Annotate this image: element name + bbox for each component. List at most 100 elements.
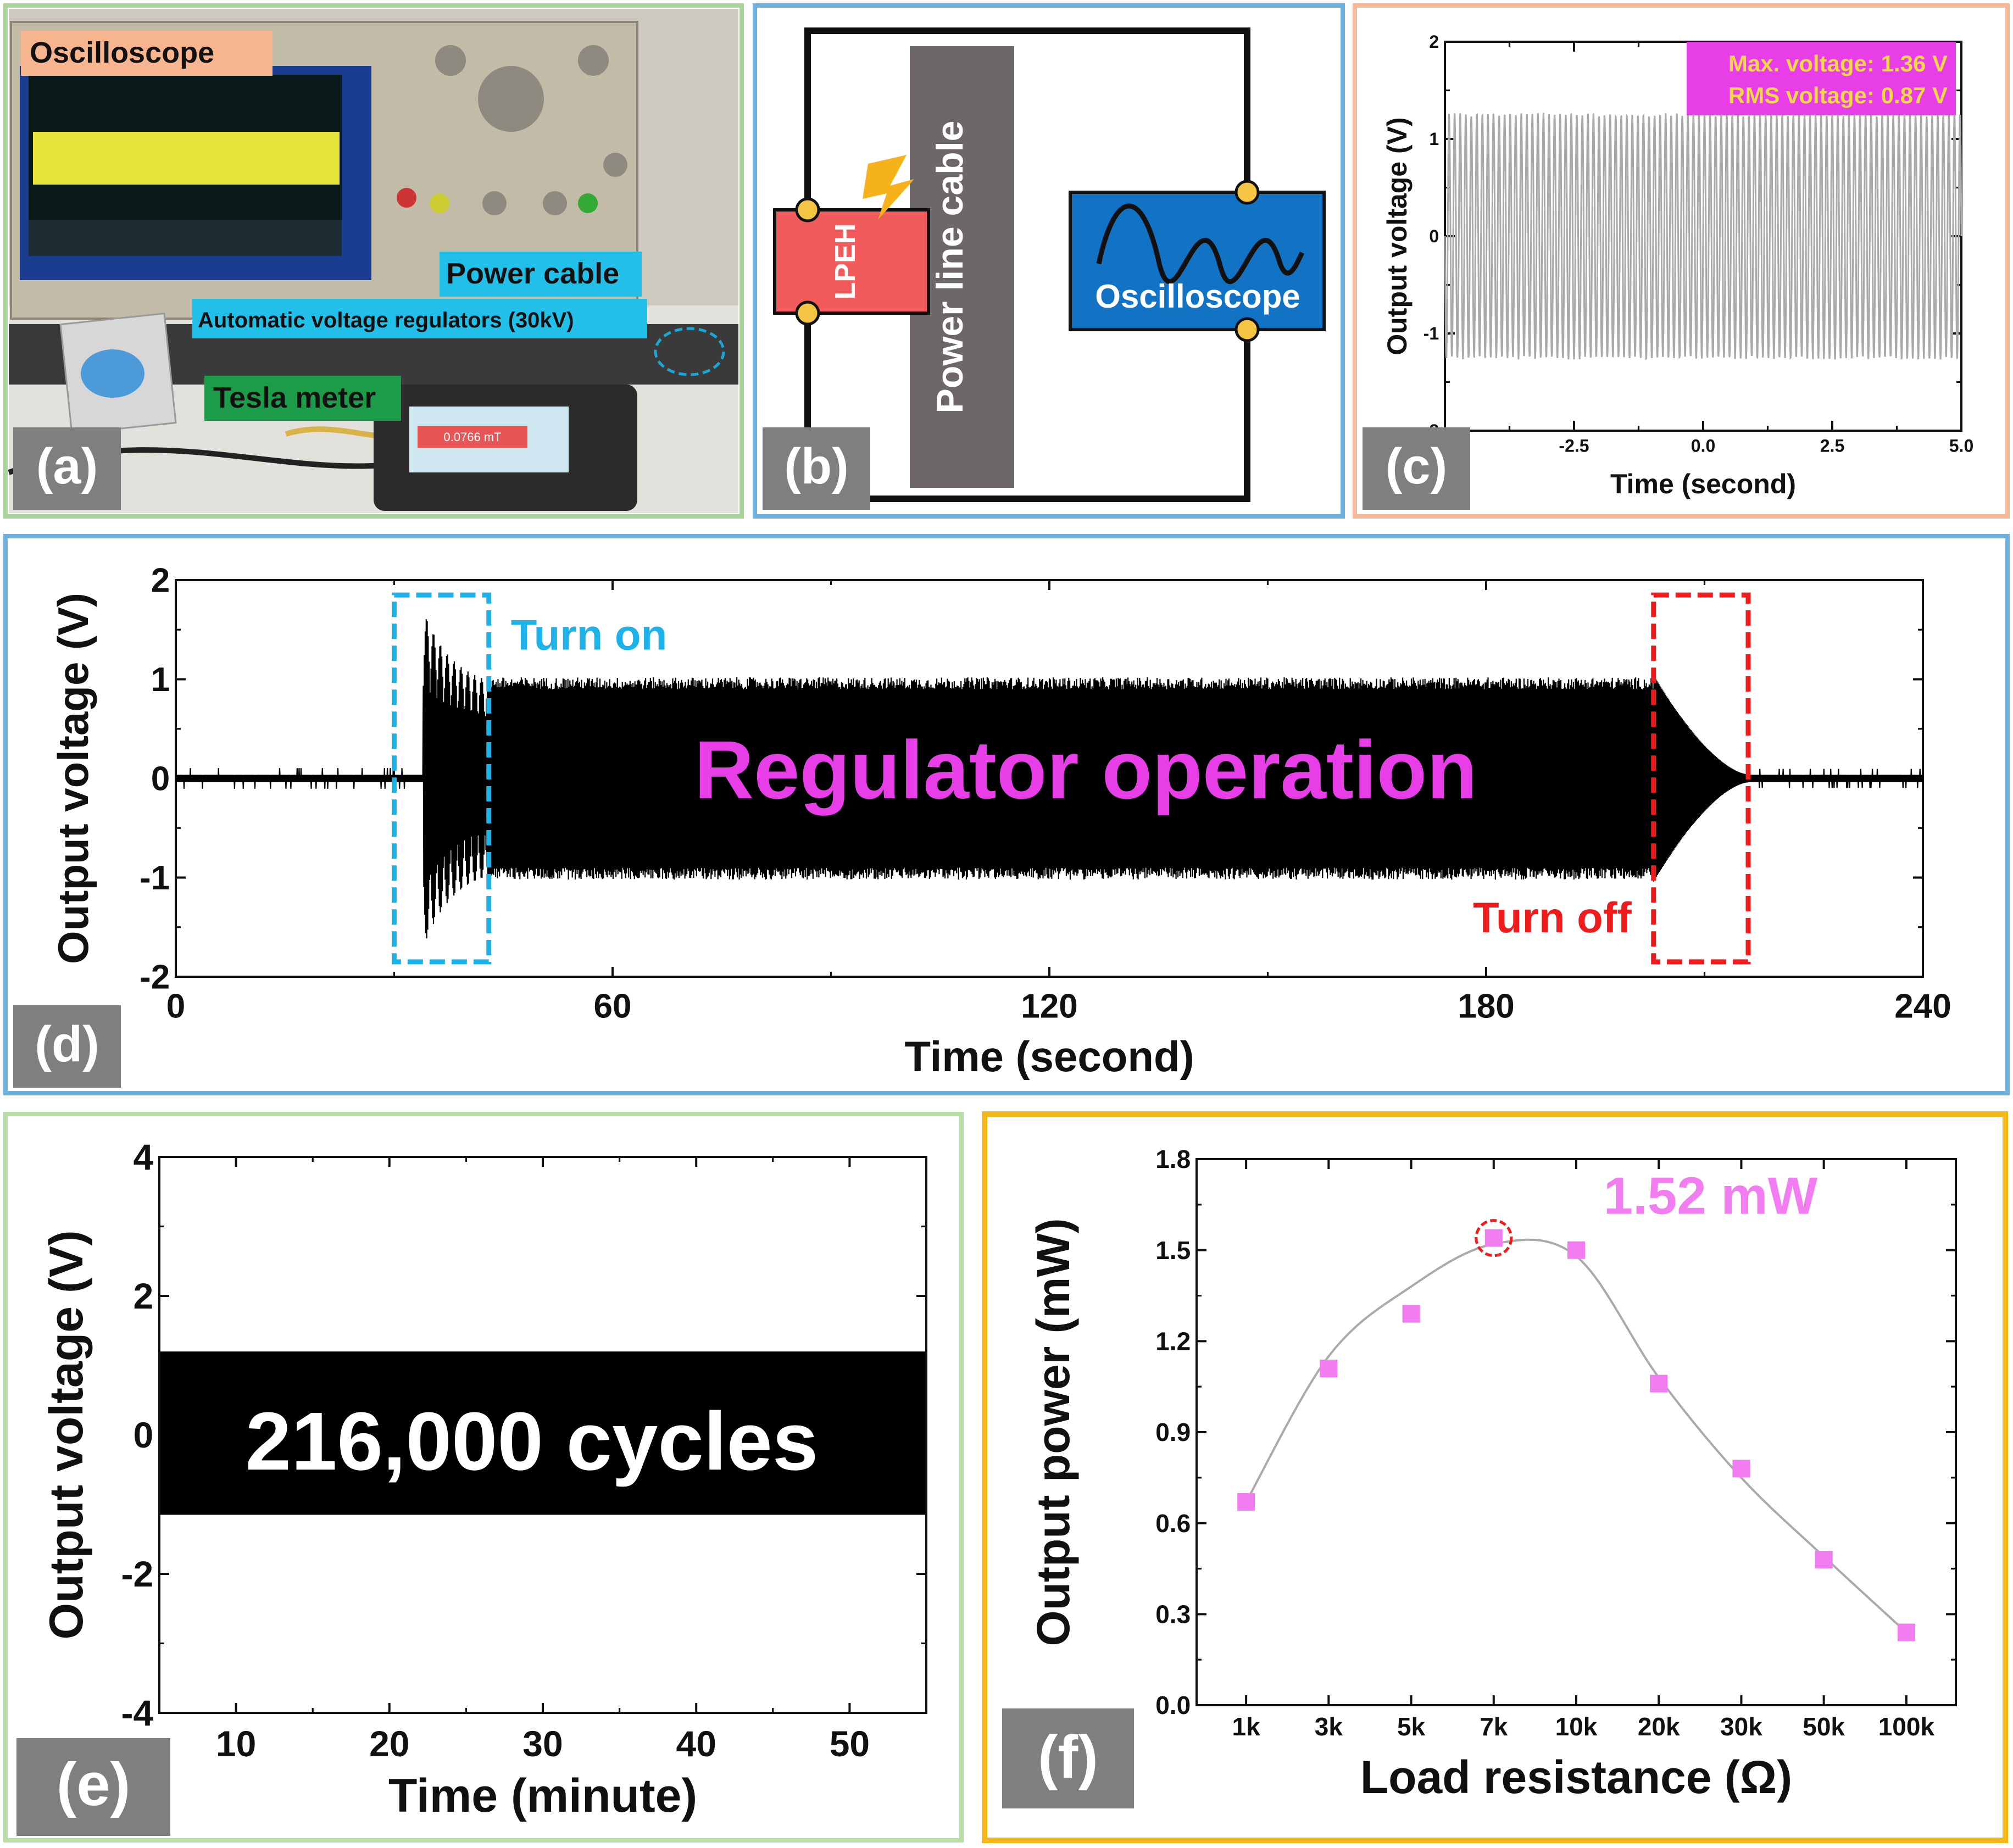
x-tick-label: 240 <box>1894 987 1951 1025</box>
oscilloscope-block-label: Oscilloscope <box>1095 278 1300 315</box>
y-tick-label: -1 <box>140 859 170 897</box>
oscilloscope-label: Oscilloscope <box>30 36 214 69</box>
y-tick-label: 0 <box>151 760 170 798</box>
panel-a-tag-bg <box>13 427 121 510</box>
x-tick-label: 10k <box>1555 1712 1598 1741</box>
info-rms-voltage: RMS voltage: 0.87 V <box>1728 82 1948 108</box>
cycles-label: 216,000 cycles <box>246 1395 819 1487</box>
x-tick-label: 3k <box>1315 1712 1343 1741</box>
tesla-meter-reading-bar <box>418 426 527 448</box>
y-tick-label: 1.2 <box>1155 1327 1191 1355</box>
y-tick-label: 1.8 <box>1155 1145 1191 1173</box>
y-tick-label: 1 <box>1429 129 1439 149</box>
x-tick-label: 50 <box>830 1723 870 1764</box>
data-point <box>1815 1550 1833 1568</box>
x-tick-label: 5k <box>1397 1712 1426 1741</box>
power-cable-marker <box>654 327 725 376</box>
knob <box>397 188 416 208</box>
peak-power-label: 1.52 mW <box>1604 1166 1818 1225</box>
oscilloscope-knobs <box>397 45 627 215</box>
tesla-meter-label: Tesla meter <box>213 381 376 414</box>
tesla-meter-reading: 0.0766 mT <box>443 430 501 444</box>
sine-wave-icon <box>1096 203 1305 285</box>
data-point <box>1484 1229 1503 1247</box>
panel-f-tag-bg <box>1002 1708 1134 1808</box>
x-axis-label: Time (second) <box>1610 469 1796 499</box>
x-tick-label: 10 <box>216 1723 256 1764</box>
x-tick-label: 40 <box>676 1723 716 1764</box>
lightning-icon <box>863 155 914 220</box>
oscilloscope-readout <box>29 220 342 256</box>
y-tick-label: 0.0 <box>1155 1691 1191 1719</box>
data-point <box>1897 1623 1915 1641</box>
panel-b: Power line cable LPEH Oscilloscope (b) <box>753 3 1345 519</box>
turn-on-box <box>392 592 492 965</box>
info-max-voltage: Max. voltage: 1.36 V <box>1728 51 1948 76</box>
x-tick-label: 100k <box>1878 1712 1935 1741</box>
knob <box>578 45 609 76</box>
oscilloscope-label-bg <box>21 31 273 76</box>
y-tick-label: 1.5 <box>1155 1236 1191 1265</box>
x-tick-label: -2.5 <box>1559 436 1589 455</box>
knob <box>435 45 466 76</box>
y-tick-label: 2 <box>1429 32 1439 52</box>
panel-b-tag-bg <box>763 427 870 510</box>
y-tick-label: 2 <box>133 1276 153 1316</box>
x-tick-label: 0.0 <box>1691 436 1715 455</box>
knob <box>603 153 627 177</box>
power-cable-label-bg <box>440 252 642 297</box>
x-tick-label: 20 <box>369 1723 409 1764</box>
y-axis-label: Output voltage (V) <box>1382 117 1413 355</box>
data-point <box>1650 1374 1668 1393</box>
knob <box>543 191 567 215</box>
info-box-bg <box>1687 42 1956 115</box>
x-tick-label: 20k <box>1638 1712 1680 1741</box>
x-tick-label: 30 <box>522 1723 563 1764</box>
panel-e-tag: (e) <box>57 1751 130 1818</box>
y-axis-label: Output voltage (V) <box>40 1230 93 1639</box>
avr-label-bg <box>192 299 647 338</box>
panel-d-tag-bg <box>13 1005 121 1088</box>
panel-d-tag: (d) <box>35 1016 99 1072</box>
turn-off-box <box>1651 592 1751 965</box>
x-tick-label: 1k <box>1232 1712 1261 1741</box>
y-tick-label: 0 <box>1429 226 1439 246</box>
turn-on-label: Turn on <box>511 610 667 659</box>
panel-b-tag: (b) <box>784 438 848 494</box>
x-tick-label: 7k <box>1480 1712 1508 1741</box>
lpeh-blue-film <box>81 349 144 398</box>
y-axis-label: Output voltage (V) <box>49 593 97 964</box>
panel-e-tag-bg <box>16 1738 170 1836</box>
data-point <box>1320 1360 1338 1378</box>
oscilloscope-block <box>1069 191 1326 331</box>
voltage-band <box>160 1351 925 1515</box>
oscilloscope-trace <box>33 132 340 185</box>
power-cable-label: Power cable <box>446 257 619 290</box>
terminal-node <box>1235 180 1260 205</box>
x-tick-label: 5.0 <box>1949 436 1973 455</box>
y-tick-label: 1 <box>151 661 170 699</box>
x-tick-label: 180 <box>1458 987 1514 1025</box>
y-tick-label: -1 <box>1423 324 1439 343</box>
y-tick-label: 2 <box>151 562 170 600</box>
y-tick-label: -4 <box>121 1693 154 1733</box>
regulator-operation-label: Regulator operation <box>694 723 1477 816</box>
lpeh-block <box>773 208 930 315</box>
x-axis-label: Time (minute) <box>388 1769 697 1822</box>
panel-f-tag: (f) <box>1038 1723 1098 1791</box>
knob <box>478 66 544 132</box>
panel-c-tag: (c) <box>1386 438 1447 494</box>
data-point <box>1732 1460 1750 1478</box>
tesla-meter-label-bg <box>204 376 401 421</box>
x-tick-label: 2.5 <box>1820 436 1844 455</box>
y-tick-label: -2 <box>121 1554 154 1594</box>
panel-a: 0.0766 mT Oscilloscope Power cable Autom… <box>3 3 744 519</box>
peak-highlight-circle <box>1475 1219 1513 1257</box>
y-tick-label: 0 <box>133 1415 153 1455</box>
power-line-cable-label: Power line cable <box>929 121 971 414</box>
